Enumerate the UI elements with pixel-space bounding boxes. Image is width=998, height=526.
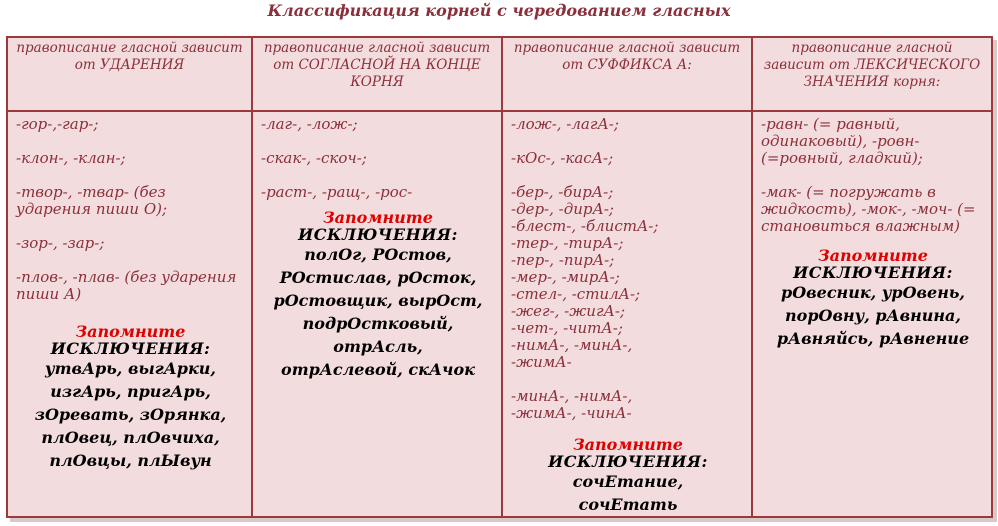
- exceptions-title: ИСКЛЮЧЕНИЯ:: [793, 263, 953, 282]
- exceptions-title: ИСКЛЮЧЕНИЯ:: [298, 225, 458, 244]
- column-body: -гор-,-гар-; -клон-, -клан-; -твор-, -тв…: [8, 112, 251, 472]
- remember-label: Запомните: [573, 435, 683, 454]
- root-pair: -чет-, -читА-;: [511, 319, 623, 337]
- root-pair: -тер-, -тирА-;: [511, 234, 624, 252]
- column-body: -лож-, -лагА-; -кОс-, -касА-; -бер-, -би…: [503, 112, 751, 516]
- column-header: правописание гласной зависит от СУФФИКСА…: [503, 38, 751, 112]
- remember-label: Запомните: [818, 246, 928, 265]
- root-pair: -раст-, -ращ-, -рос-: [261, 183, 413, 201]
- column-header: правописание гласной зависит от СОГЛАСНО…: [253, 38, 501, 112]
- root-pair: -стел-, -стилА-;: [511, 285, 641, 303]
- remember-label: Запомните: [75, 322, 186, 341]
- root-pair: -равн- (= равный, одинаковый), -ровн- (=…: [761, 115, 923, 167]
- root-pair: -мак- (= погружать в жидкость), -мок-, -…: [761, 183, 976, 235]
- root-pair: -зор-, -зар-;: [16, 234, 105, 252]
- root-pair: -блест-, -блистА-;: [511, 217, 659, 235]
- column-header: правописание гласной зависит от ЛЕКСИЧЕС…: [753, 38, 991, 112]
- root-pair: -мер-, -мирА-;: [511, 268, 620, 286]
- exceptions-list: сочЕтание, сочЕтать: [572, 472, 684, 514]
- page-title: Классификация корней с чередованием глас…: [267, 1, 731, 20]
- remember-label: Запомните: [323, 208, 433, 227]
- column-suffix: правописание гласной зависит от СУФФИКСА…: [503, 38, 753, 516]
- column-stress: правописание гласной зависит от УДАРЕНИЯ…: [8, 38, 253, 516]
- root-pair: -лож-, -лагА-;: [511, 115, 619, 133]
- exceptions-list: рОвесник, урОвень, порОвну, рАвнина, рАв…: [776, 283, 970, 348]
- root-pair: -минА-, -нимА-, -жимА-, -чинА-: [511, 387, 633, 422]
- root-pair: -жег-, -жигА-;: [511, 302, 626, 320]
- column-lexical: правописание гласной зависит от ЛЕКСИЧЕС…: [753, 38, 991, 516]
- exceptions-list: полОг, РОстов, РОстислав, рОсток, рОстов…: [273, 245, 483, 379]
- root-pair: -плов-, -плав- (без ударения пиши А): [16, 268, 237, 303]
- column-header: правописание гласной зависит от УДАРЕНИЯ: [8, 38, 251, 112]
- exceptions-title: ИСКЛЮЧЕНИЯ:: [548, 452, 708, 471]
- root-pair: -пер-, -пирА-;: [511, 251, 615, 269]
- exceptions-title: ИСКЛЮЧЕНИЯ:: [50, 339, 211, 358]
- root-pair: -дер-, -дирА-;: [511, 200, 614, 218]
- root-pair: -нимА-, -минА-, -жимА-: [511, 336, 633, 371]
- column-consonant: правописание гласной зависит от СОГЛАСНО…: [253, 38, 503, 516]
- root-pair: -скак-, -скоч-;: [261, 149, 367, 167]
- column-body: -лаг-, -лож-; -скак-, -скоч-; -раст-, -р…: [253, 112, 501, 381]
- root-pair: -кОс-, -касА-;: [511, 149, 614, 167]
- root-pair: -бер-, -бирА-;: [511, 183, 614, 201]
- root-pair: -гор-,-гар-;: [16, 115, 99, 133]
- classification-table: правописание гласной зависит от УДАРЕНИЯ…: [6, 36, 993, 518]
- root-pair: -твор-, -твар- (без ударения пиши О);: [16, 183, 168, 218]
- column-body: -равн- (= равный, одинаковый), -ровн- (=…: [753, 112, 991, 350]
- root-pair: -клон-, -клан-;: [16, 149, 126, 167]
- exceptions-list: утвАрь, выгАрки, изгАрь, пригАрь, зОрева…: [34, 359, 227, 470]
- root-pair: -лаг-, -лож-;: [261, 115, 358, 133]
